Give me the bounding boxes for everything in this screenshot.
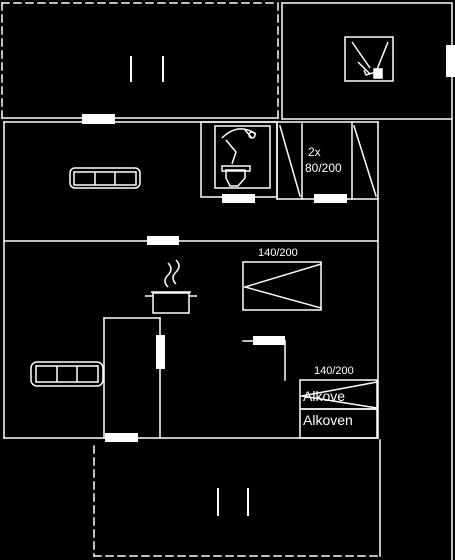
bed-lower-size-label: 140/200 bbox=[314, 365, 354, 377]
wardrobe-size-label: 80/200 bbox=[305, 161, 342, 175]
wardrobe-diag-1 bbox=[279, 125, 301, 197]
door-kitchen bbox=[156, 335, 165, 369]
doors bbox=[82, 45, 455, 442]
bed-alcove-diag-1 bbox=[301, 381, 378, 397]
door-alcove bbox=[253, 336, 285, 345]
wardrobe-diag-2 bbox=[353, 125, 377, 197]
bed-upper-size-label: 140/200 bbox=[258, 247, 298, 259]
door-bottom bbox=[105, 433, 138, 442]
bed-upper-diag-1 bbox=[244, 263, 322, 288]
cooking-pot-icon bbox=[145, 259, 197, 314]
wardrobe-count-label: 2x bbox=[308, 145, 321, 159]
bed-alcove-diag-2 bbox=[301, 395, 378, 409]
door-wardrobe bbox=[314, 194, 347, 203]
door-right-edge bbox=[446, 45, 455, 77]
door-bathroom bbox=[222, 194, 255, 203]
sink-icon bbox=[344, 36, 394, 82]
dashed-boundary-top bbox=[1, 2, 279, 119]
sofa-icon-lower bbox=[30, 361, 104, 387]
toilet-icon bbox=[214, 125, 271, 189]
room-top-right bbox=[281, 2, 453, 120]
dashed-boundary-bottom bbox=[93, 445, 381, 557]
bed-upper bbox=[242, 261, 322, 311]
posts bbox=[130, 56, 249, 516]
alcove-top-label: Alkove bbox=[303, 388, 346, 404]
sofa-icon bbox=[69, 167, 141, 189]
alcove-bottom-label: Alkoven bbox=[303, 412, 353, 428]
door-top-room bbox=[82, 114, 115, 124]
bed-upper-diag-2 bbox=[244, 286, 322, 309]
door-living bbox=[147, 236, 179, 245]
